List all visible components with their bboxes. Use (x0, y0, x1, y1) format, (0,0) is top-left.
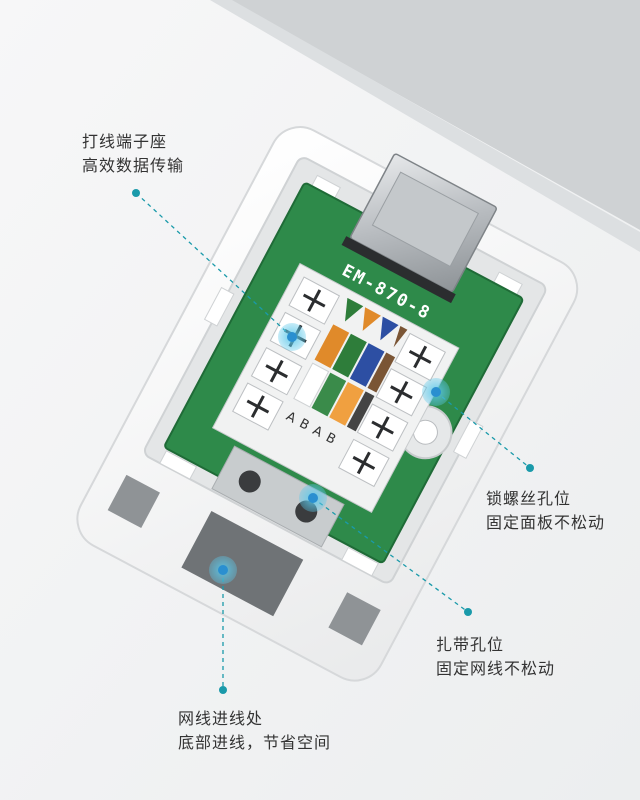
clip-bottom-left (159, 450, 198, 480)
color-code-block (311, 372, 347, 417)
leader-endpoint-dot (526, 464, 534, 472)
cable-tie-hole-left (238, 470, 261, 493)
callout-title: 锁螺丝孔位 (486, 489, 572, 508)
callout-subtitle: 高效数据传输 (82, 156, 185, 175)
color-code-block (314, 324, 350, 369)
callout-subtitle: 底部进线，节省空间 (178, 733, 332, 752)
callout-terminal-block: 打线端子座 高效数据传输 (82, 130, 184, 178)
idc-contact (352, 451, 376, 475)
junction-box: EM-870-8 (76, 126, 579, 682)
idc-contact (408, 345, 432, 369)
highlight-markers (209, 323, 450, 584)
color-code-block (346, 391, 375, 432)
leader-endpoint-dot (219, 686, 227, 694)
color-code-block (329, 381, 364, 426)
color-code-block (332, 333, 367, 378)
cable-entry-opening (181, 510, 304, 617)
callout-screw-hole: 锁螺丝孔位 固定面板不松动 (486, 487, 605, 535)
mount-slot-left (107, 474, 160, 528)
callout-title: 打线端子座 (82, 132, 168, 151)
leader-endpoint-dot (132, 189, 140, 197)
clip-right (452, 419, 484, 459)
rj45-jack-base (341, 236, 456, 304)
leader-line-cable-tie (312, 497, 469, 613)
callout-subtitle: 固定网线不松动 (436, 659, 556, 678)
highlight-marker-cable-entry-core (218, 565, 228, 575)
leader-endpoints (132, 189, 534, 694)
color-code-mark (362, 307, 381, 331)
clip-left (203, 286, 235, 327)
callout-subtitle: 固定面板不松动 (486, 513, 606, 532)
background-shadow-edge (210, 0, 640, 252)
color-code-strip (293, 297, 408, 432)
color-code-block (293, 362, 330, 408)
callout-title: 扎带孔位 (436, 635, 505, 654)
idc-contact (302, 289, 326, 312)
callout-cable-entry: 网线进线处 底部进线，节省空间 (178, 707, 331, 755)
idc-column-right (337, 332, 447, 488)
rj45-jack-face (371, 171, 480, 268)
highlight-marker-screw-core (431, 387, 441, 397)
leader-endpoint-dot (464, 608, 472, 616)
callout-cable-tie-hole: 扎带孔位 固定网线不松动 (436, 633, 555, 681)
clip-bottom-right (341, 546, 379, 577)
cable-tie-bracket (211, 445, 345, 548)
color-code-block (367, 352, 396, 393)
idc-contact (371, 416, 394, 439)
callout-title: 网线进线处 (178, 709, 264, 728)
leader-line-terminal (135, 192, 293, 338)
idc-contact (390, 380, 413, 404)
color-code-mark (380, 316, 399, 341)
terminal-block: A B A B (211, 262, 460, 513)
color-code-mark (393, 326, 408, 348)
idc-contact (265, 359, 288, 383)
color-code-block (349, 343, 385, 387)
highlight-marker-cable-tie-core (308, 493, 318, 503)
color-code-mark (345, 297, 364, 322)
highlight-marker-terminal-core (287, 332, 297, 342)
leader-lines (135, 192, 531, 690)
idc-contact (246, 395, 270, 418)
mount-slot-right (328, 592, 381, 646)
